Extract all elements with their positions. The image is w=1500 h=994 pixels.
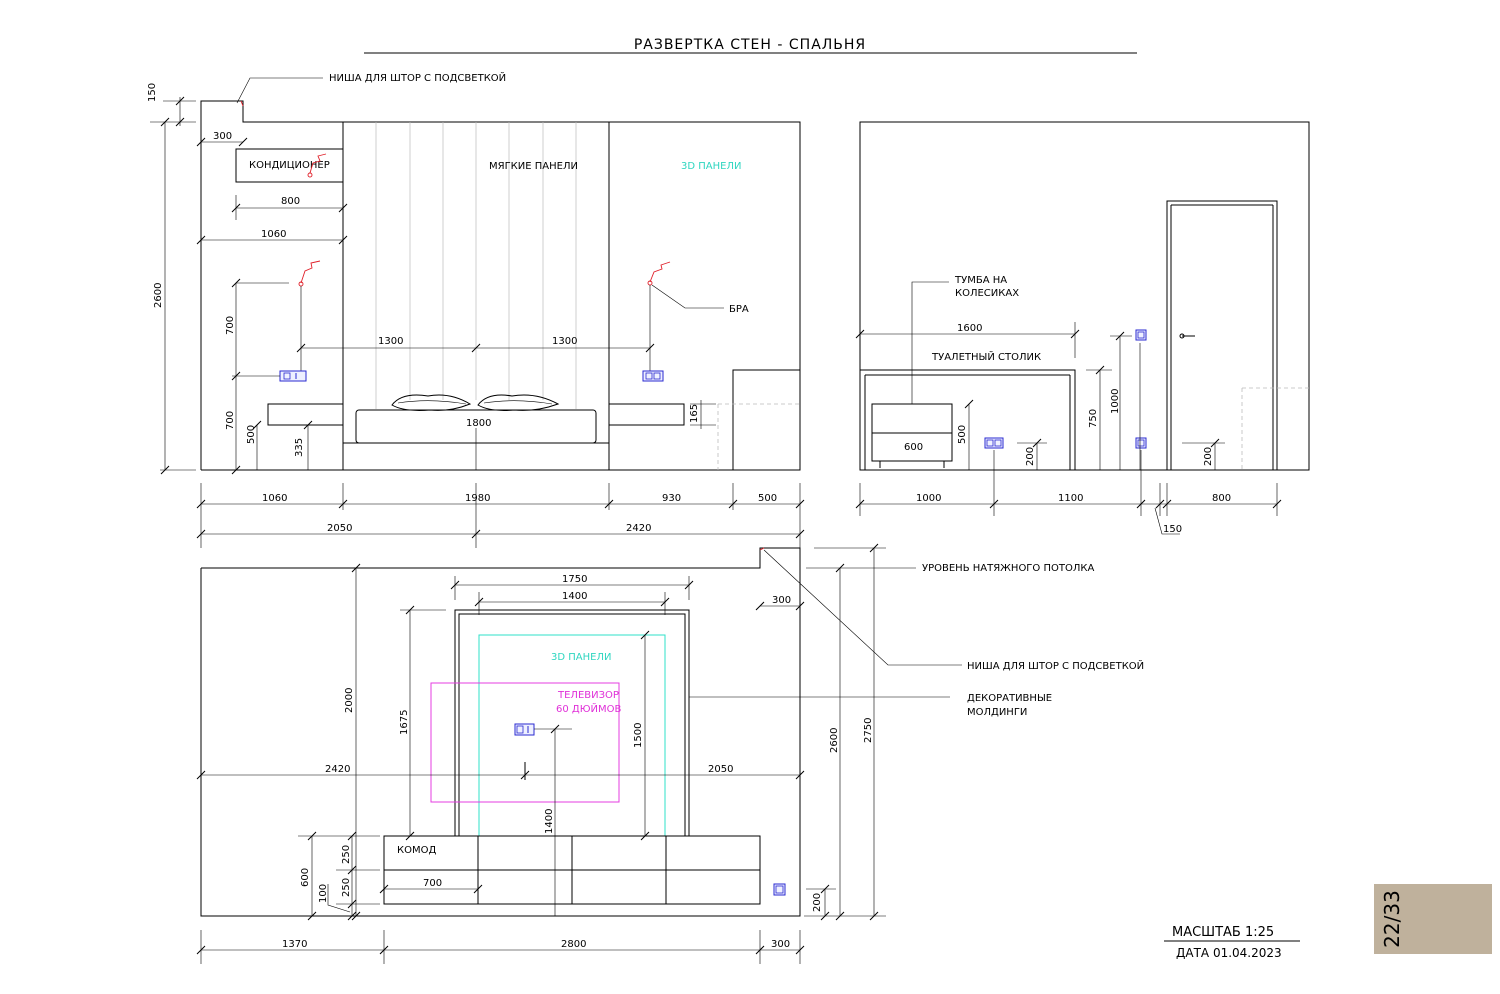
- wall1-bdim-930: 930: [662, 493, 681, 504]
- wall-3-elevation: УРОВЕНЬ НАТЯЖНОГО ПОТОЛКА НИША ДЛЯ ШТОР …: [196, 543, 1144, 964]
- wall1-bdim-1060: 1060: [262, 493, 287, 504]
- wall2-bdim-150: 150: [1163, 524, 1182, 535]
- wall1-dim-150: 150: [147, 83, 158, 102]
- page-number-tab: [1374, 884, 1492, 954]
- wall1-dim-335: 335: [294, 438, 305, 457]
- wall1-dim-1060: 1060: [261, 229, 286, 240]
- socket-icon: [1135, 437, 1147, 449]
- wall1-dim-1300-left: 1300: [378, 336, 403, 347]
- wall2-dim-1000: 1000: [1110, 389, 1121, 414]
- door-handle-icon: [1179, 333, 1195, 339]
- wall3-moldings-label-2: МОЛДИНГИ: [967, 707, 1027, 718]
- wall1-niche-label: НИША ДЛЯ ШТОР С ПОДСВЕТКОЙ: [329, 71, 506, 84]
- wall3-moldings-label: ДЕКОРАТИВНЫЕ: [967, 693, 1052, 704]
- wall1-dim-700-lower: 700: [225, 411, 236, 430]
- wall1-sconce-label: БРА: [729, 304, 749, 315]
- wall3-bdim-1370: 1370: [282, 939, 307, 950]
- wall1-bdim-2050: 2050: [327, 523, 352, 534]
- wall2-dim-750: 750: [1088, 409, 1099, 428]
- wall-1-elevation: НИША ДЛЯ ШТОР С ПОДСВЕТКОЙ 150 2600 300 …: [147, 71, 805, 548]
- wall2-bdim-800: 800: [1212, 493, 1231, 504]
- wall1-dim-500: 500: [246, 425, 257, 444]
- wall3-dim-700: 700: [423, 878, 442, 889]
- wall1-dim-700-upper: 700: [225, 316, 236, 335]
- wall3-dim-2600: 2600: [829, 728, 840, 753]
- wall1-dim-800: 800: [281, 196, 300, 207]
- wall3-bdim-2800: 2800: [561, 939, 586, 950]
- wall3-dim-2420: 2420: [325, 764, 350, 775]
- wall1-3d-panels-label: 3D ПАНЕЛИ: [681, 161, 741, 172]
- wall3-dim-1675: 1675: [399, 710, 410, 735]
- wall1-bdim-1980: 1980: [465, 493, 490, 504]
- scale-label: МАСШТАБ 1:25: [1172, 925, 1274, 940]
- wall2-bdim-1000: 1000: [916, 493, 941, 504]
- wall2-dim-200-left: 200: [1025, 447, 1036, 466]
- wall2-dim-1600: 1600: [957, 323, 982, 334]
- wall3-dim-250-lower: 250: [341, 878, 352, 897]
- switch-icon: [1135, 329, 1147, 341]
- wall1-dim-1300-right: 1300: [552, 336, 577, 347]
- wall-lamp-icon: [307, 172, 313, 178]
- date-label: ДАТА 01.04.2023: [1176, 946, 1282, 960]
- wall3-dim-1500: 1500: [633, 723, 644, 748]
- drawing-title: РАЗВЕРТКА СТЕН - СПАЛЬНЯ: [634, 37, 866, 53]
- socket-icon: [279, 370, 307, 382]
- scale-date-block: МАСШТАБ 1:25 ДАТА 01.04.2023: [1164, 925, 1300, 960]
- wall1-dim-1800: 1800: [466, 418, 491, 429]
- wall1-dim-2600: 2600: [153, 283, 164, 308]
- socket-icon: [773, 883, 786, 896]
- wall3-ceiling-label: УРОВЕНЬ НАТЯЖНОГО ПОТОЛКА: [922, 563, 1094, 574]
- wall1-bdim-2420: 2420: [626, 523, 651, 534]
- page-number-text: 22/33: [1380, 890, 1405, 948]
- socket-icon: [514, 723, 535, 736]
- wall3-bdim-300: 300: [771, 939, 790, 950]
- wall3-dim-300: 300: [772, 595, 791, 606]
- dresser: [383, 835, 761, 917]
- wall3-dim-2750: 2750: [863, 718, 874, 743]
- wall3-dim-2000: 2000: [344, 688, 355, 713]
- wall3-3d-panels-label: 3D ПАНЕЛИ: [551, 652, 611, 663]
- wall3-dim-1400: 1400: [562, 591, 587, 602]
- wall-2-elevation: ТУМБА НА КОЛЕСИКАХ 1600 ТУАЛЕТНЫЙ СТОЛИК…: [855, 121, 1310, 535]
- wall1-bdim-500: 500: [758, 493, 777, 504]
- wall3-dresser-label: КОМОД: [397, 845, 436, 856]
- wall3-niche-label: НИША ДЛЯ ШТОР С ПОДСВЕТКОЙ: [967, 659, 1144, 672]
- wall2-nightstand-label-2: КОЛЕСИКАХ: [955, 288, 1019, 299]
- wall3-dim-600: 600: [300, 868, 311, 887]
- wall2-nightstand-label: ТУМБА НА: [954, 275, 1007, 286]
- wall1-ac-label: КОНДИЦИОНЕР: [249, 160, 330, 171]
- wall3-dim-1750: 1750: [562, 574, 587, 585]
- wall2-dim-600: 600: [904, 442, 923, 453]
- wall3-dim-250-upper: 250: [341, 845, 352, 864]
- wall1-dim-300: 300: [213, 131, 232, 142]
- wall3-dim-2050: 2050: [708, 764, 733, 775]
- drawing-title-block: РАЗВЕРТКА СТЕН - СПАЛЬНЯ: [364, 37, 1137, 54]
- wall1-soft-panels-label: МЯГКИЕ ПАНЕЛИ: [489, 161, 578, 172]
- wall2-bdim-1100: 1100: [1058, 493, 1083, 504]
- wall1-dim-165: 165: [689, 404, 700, 423]
- socket-icon: [642, 370, 664, 382]
- socket-icon: [984, 437, 1004, 449]
- wall2-dim-500: 500: [957, 425, 968, 444]
- wall3-dim-100: 100: [318, 884, 329, 903]
- page-number: 22/33: [1372, 890, 1412, 948]
- wall3-tv-label-2: 60 ДЮЙМОВ: [556, 702, 621, 715]
- wall3-dim-1400-vertical: 1400: [544, 809, 555, 834]
- wall3-dim-200: 200: [812, 893, 823, 912]
- wall2-dressing-table-label: ТУАЛЕТНЫЙ СТОЛИК: [931, 350, 1041, 363]
- wall2-dim-200-right: 200: [1203, 447, 1214, 466]
- wall3-tv-label: ТЕЛЕВИЗОР: [557, 690, 619, 701]
